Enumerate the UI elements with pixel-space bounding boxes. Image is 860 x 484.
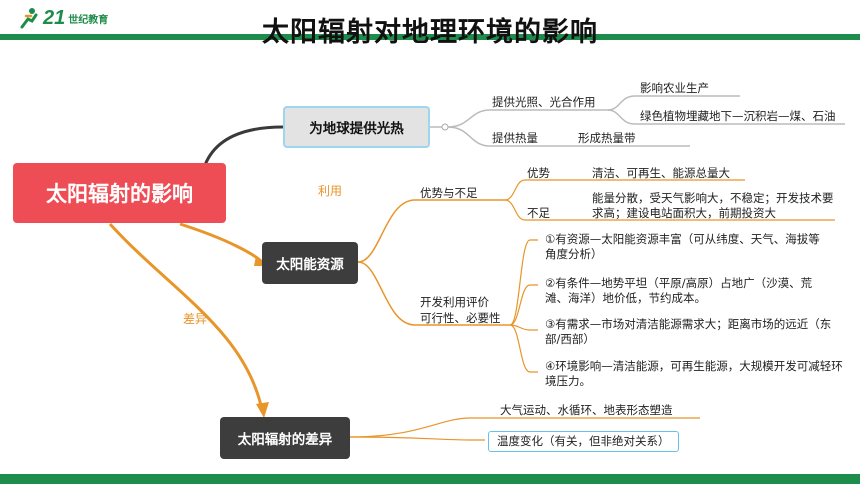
item-heat: 提供热量 — [492, 131, 538, 145]
runner-icon — [20, 8, 38, 29]
node-difference: 太阳辐射的差异 — [220, 417, 350, 459]
item-temperature: 温度变化（有关，但非绝对关系） — [488, 431, 679, 452]
item-coal-oil: 绿色植物埋藏地下—沉积岩—煤、石油 — [640, 109, 836, 123]
connector-root-difference — [108, 222, 264, 411]
item-shortage-label: 不足 — [527, 206, 550, 220]
item-condition: ②有条件—地势平坦（平原/高原）占地广（沙漠、荒滩、海洋）地价低，节约成本。 — [545, 276, 813, 305]
logo-number: 21 — [43, 6, 66, 29]
item-heat-zones: 形成热量带 — [578, 131, 636, 145]
logo-text: 世纪教育 — [68, 14, 109, 26]
item-shortage-text: 能量分散，受天气影响大，不稳定；开发技术要求高；建设电站面积大，前期投资大 — [592, 191, 834, 220]
item-agriculture: 影响农业生产 — [640, 81, 709, 95]
footer-bar — [0, 474, 860, 484]
item-advantage-label: 优势 — [527, 166, 550, 180]
item-evaluation-line2: 可行性、必要性 — [420, 311, 501, 325]
item-pros-cons: 优势与不足 — [420, 186, 478, 200]
root-node: 太阳辐射的影响 — [13, 163, 226, 223]
header-bar — [0, 34, 860, 40]
edge-label-difference: 差异 — [183, 312, 208, 326]
arrow-head-difference — [256, 402, 269, 418]
node-light-heat: 为地球提供光热 — [283, 106, 430, 148]
item-light-photosynthesis: 提供光照、光合作用 — [492, 95, 596, 109]
logo: 21 世纪教育 — [18, 6, 108, 30]
node-solar-energy: 太阳能资源 — [262, 242, 358, 284]
item-demand: ③有需求—市场对清洁能源需求大；距离市场的远近（东部/西部） — [545, 317, 832, 346]
connector-root-energy — [179, 222, 264, 264]
edge-label-use: 利用 — [318, 184, 343, 198]
page-title: 太阳辐射对地理环境的影响 — [262, 17, 598, 48]
item-evaluation-line1: 开发利用评价 — [420, 295, 489, 309]
item-atmosphere-water: 大气运动、水循环、地表形态塑造 — [500, 403, 673, 417]
item-environment: ④环境影响—清洁能源，可再生能源，大规模开发可减轻环境压力。 — [545, 359, 843, 388]
connector-root-lightheat — [203, 125, 284, 166]
item-advantage-text: 清洁、可再生、能源总量大 — [592, 166, 730, 180]
item-resource: ①有资源—太阳能资源丰富（可从纬度、天气、海拔等角度分析） — [545, 232, 820, 261]
